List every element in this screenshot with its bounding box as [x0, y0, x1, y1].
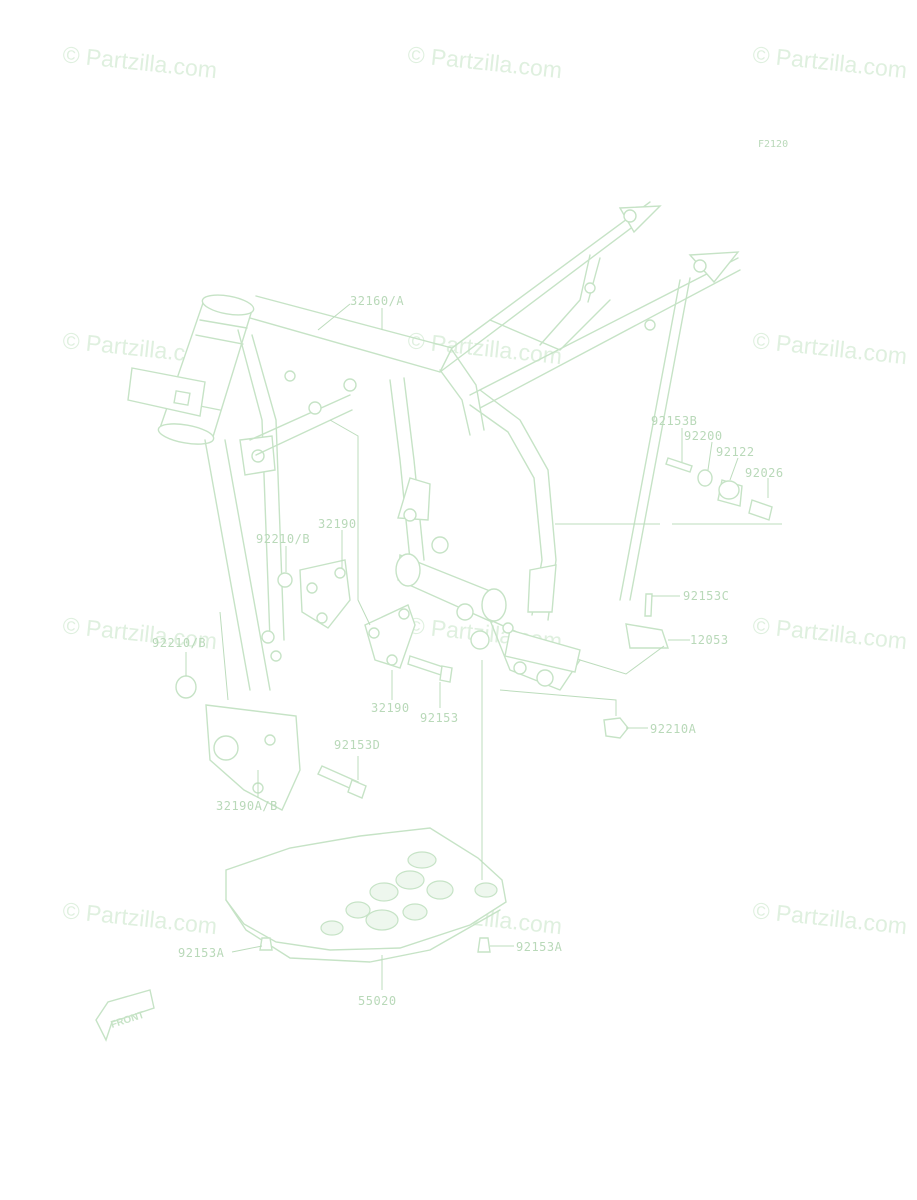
- main-frame-drawing: [127, 201, 741, 691]
- watermark: © Partzilla.com: [751, 897, 908, 939]
- bolt-92153B: [665, 457, 693, 473]
- center-tube: [389, 377, 425, 561]
- lower-bracket-32190AB: [205, 704, 301, 811]
- lower-rear-bracket: [504, 629, 581, 673]
- watermark: © Partzilla.com: [61, 897, 218, 939]
- watermark: © Partzilla.com: [751, 41, 908, 83]
- callout-32190AB: 32190A/B: [216, 799, 278, 813]
- rear-subframe-strut: [619, 277, 691, 601]
- callout-12053: 12053: [690, 633, 729, 647]
- callout-92026: 92026: [745, 466, 784, 480]
- callout-92153C: 92153C: [683, 589, 729, 603]
- callout-92153B: 92153B: [651, 414, 697, 428]
- head-tube-bottom: [157, 423, 215, 445]
- bolt-92153A-right: [477, 937, 491, 953]
- callout-labels: 32160/A 92153B 92200 92122 92026 32190 9…: [152, 294, 784, 1008]
- watermark: © Partzilla.com: [406, 327, 563, 369]
- front-arrow-icon: FRONT: [95, 989, 155, 1042]
- watermark: © Partzilla.com: [406, 41, 563, 83]
- callout-92210B-left: 92210/B: [152, 636, 206, 650]
- nut-92210A: [603, 717, 629, 739]
- callout-92153D: 92153D: [334, 738, 380, 752]
- head-tube-top: [201, 294, 255, 316]
- skid-plate-55020: [225, 827, 507, 951]
- collar-92210B-upper: [277, 572, 293, 588]
- callout-32190-middle: 32190: [371, 701, 410, 715]
- bolt-92153A-left: [259, 937, 273, 951]
- callout-92153: 92153: [420, 711, 459, 725]
- callout-92210B-upper: 92210/B: [256, 532, 310, 546]
- bolt-92153C: [644, 593, 653, 617]
- collar-92210B-left: [175, 675, 197, 699]
- callout-92200: 92200: [684, 429, 723, 443]
- callout-92153A-left: 92153A: [178, 946, 225, 960]
- block-12053: [625, 623, 669, 649]
- leader-lines: [185, 303, 782, 990]
- down-tube: [204, 439, 271, 691]
- engine-mount-bracket-32190-middle: [364, 604, 416, 669]
- callout-92153A-right: 92153A: [516, 940, 563, 954]
- watermarks: © Partzilla.com © Partzilla.com © Partzi…: [61, 41, 908, 939]
- washer-92200: [697, 469, 713, 487]
- watermark: © Partzilla.com: [751, 327, 908, 369]
- rear-subframe-rail: [469, 257, 741, 409]
- callout-92210A: 92210A: [650, 722, 697, 736]
- callout-92122: 92122: [716, 445, 755, 459]
- watermark: © Partzilla.com: [751, 612, 908, 654]
- watermark: © Partzilla.com: [61, 41, 218, 83]
- figure-code: F2120: [758, 139, 788, 150]
- top-tube: [249, 295, 453, 373]
- callout-55020: 55020: [358, 994, 397, 1008]
- callout-32190-upper: 32190: [318, 517, 357, 531]
- collar-92026: [748, 499, 773, 521]
- callout-32160A: 32160/A: [350, 294, 404, 308]
